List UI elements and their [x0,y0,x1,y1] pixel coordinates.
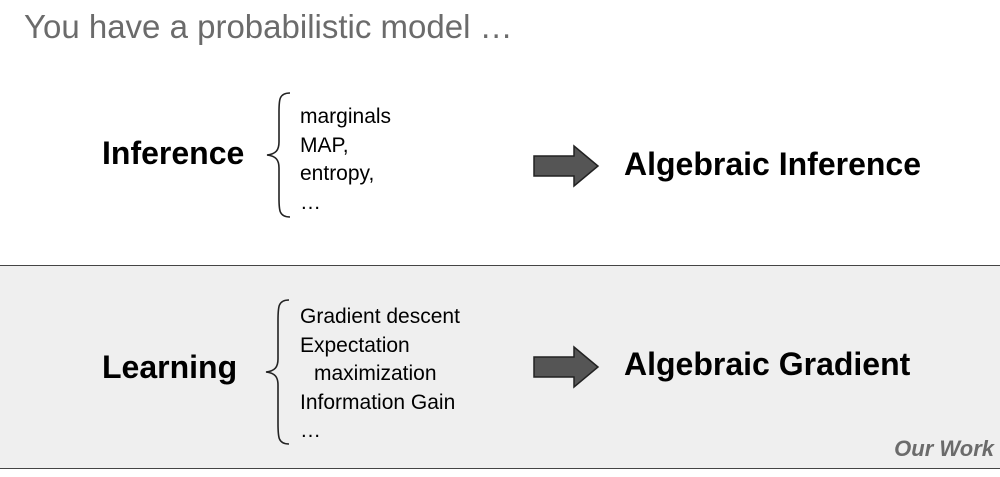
learning-item-expectation: Expectation [300,333,410,357]
inference-label: Inference [102,135,245,171]
learning-item-ellipsis: … [300,419,321,442]
learning-result: Algebraic Gradient [624,346,911,382]
learning-list: Gradient descent Expectation maximizatio… [300,303,460,446]
inference-item-map: MAP, [300,133,349,157]
learning-item-maximization: maximization [314,362,437,385]
learning-item-gradient-descent: Gradient descent [300,305,460,328]
inference-arrow-icon [533,144,600,188]
learning-arrow-icon [533,345,600,389]
learning-panel [0,265,1000,469]
inference-result: Algebraic Inference [624,146,921,182]
slide-title: You have a probabilistic model … [24,8,513,45]
learning-brace [265,299,290,445]
inference-item-ellipsis: … [300,190,321,214]
inference-list: marginals MAP, entropy, … [300,103,391,217]
our-work-badge: Our Work [894,436,994,461]
inference-item-entropy: entropy, [300,162,375,185]
inference-brace [266,92,291,218]
learning-label: Learning [102,349,238,385]
learning-item-information-gain: Information Gain [300,390,456,414]
inference-item-marginals: marginals [300,105,392,128]
